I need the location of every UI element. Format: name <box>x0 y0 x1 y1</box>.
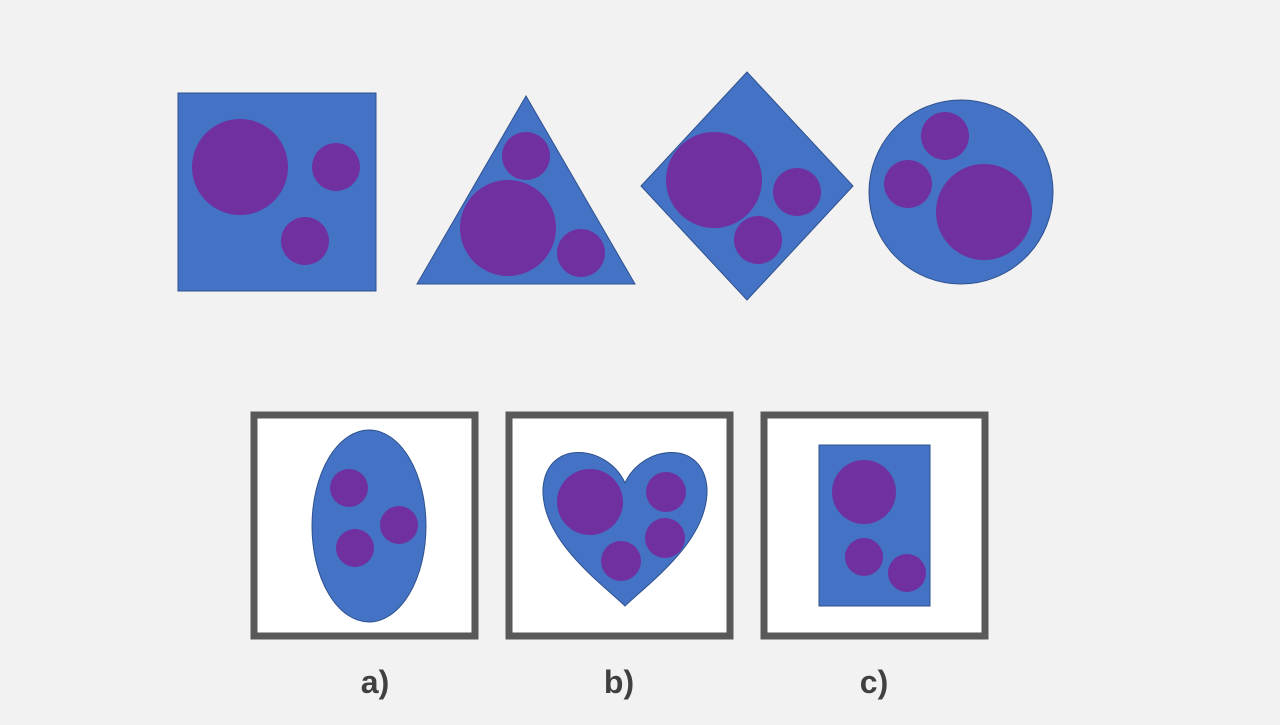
small-dot <box>845 538 883 576</box>
sequence-item-square <box>177 92 377 292</box>
option-b-label[interactable]: b) <box>603 664 635 700</box>
small-dot <box>380 506 418 544</box>
small-dot <box>888 554 926 592</box>
sequence-row <box>177 71 1054 301</box>
small-dot <box>557 229 605 277</box>
options-row <box>250 411 989 640</box>
large-dot <box>557 469 623 535</box>
small-dot <box>502 132 550 180</box>
small-dot <box>336 529 374 567</box>
option-b[interactable] <box>505 411 734 640</box>
option-c[interactable] <box>760 411 989 640</box>
small-dot <box>734 216 782 264</box>
large-dot <box>832 460 896 524</box>
small-dot <box>646 472 686 512</box>
small-dot <box>884 160 932 208</box>
large-dot <box>666 132 762 228</box>
large-dot <box>192 119 288 215</box>
small-dot <box>645 518 685 558</box>
large-dot <box>936 164 1032 260</box>
small-dot <box>921 112 969 160</box>
option-c-label[interactable]: c) <box>859 664 889 700</box>
small-dot <box>330 469 368 507</box>
option-a[interactable] <box>250 411 479 640</box>
small-dot <box>281 217 329 265</box>
sequence-item-triangle <box>416 95 636 285</box>
sequence-item-circle <box>868 99 1054 285</box>
sequence-item-diamond <box>640 71 854 301</box>
large-dot <box>460 180 556 276</box>
small-dot <box>312 143 360 191</box>
option-a-label[interactable]: a) <box>360 664 390 700</box>
small-dot <box>601 541 641 581</box>
small-dot <box>773 168 821 216</box>
